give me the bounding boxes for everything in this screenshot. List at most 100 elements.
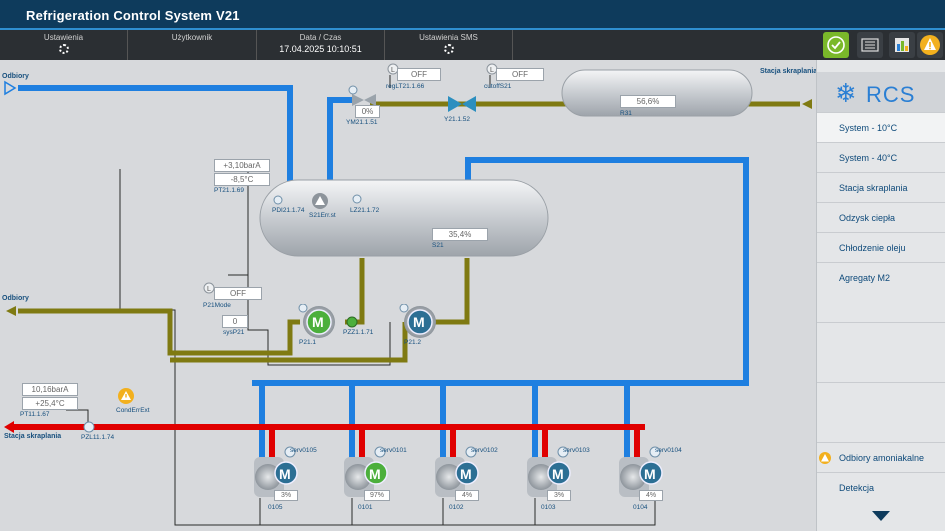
pt67-temp-box: +25,4°C bbox=[22, 397, 78, 410]
compressor-name: 0104 bbox=[633, 504, 648, 511]
sidebar-item-odzysk-ciepla[interactable]: Odzysk ciepła bbox=[817, 202, 945, 232]
compressor-value: 4% bbox=[639, 490, 663, 501]
warning-icon[interactable] bbox=[311, 192, 329, 210]
warning-icon[interactable] bbox=[117, 387, 135, 405]
sidebar-item-odbiory-amoniakalne[interactable]: Odbiory amoniakalne bbox=[817, 442, 945, 472]
menu-bar: Ustawienia Użytkownik Data / Czas 17.04.… bbox=[0, 30, 945, 60]
sidebar-item-detekcja[interactable]: Detekcja bbox=[817, 472, 945, 502]
snowflake-icon: ❄ bbox=[835, 78, 857, 108]
compressor-0105[interactable]: M serv0105 3% 0105 bbox=[252, 445, 322, 515]
svg-text:M: M bbox=[312, 314, 324, 330]
label-stacja-right: Stacja skraplania bbox=[760, 68, 818, 75]
compressor-value: 97% bbox=[364, 490, 390, 501]
logo-text: RCS bbox=[866, 82, 916, 107]
status-dot-icon[interactable] bbox=[352, 194, 362, 204]
pump1-label: P21.1 bbox=[299, 339, 316, 346]
warning-icon bbox=[920, 35, 940, 55]
compressor-graphic: M bbox=[435, 446, 479, 497]
alarm-list-button[interactable] bbox=[857, 32, 883, 58]
reglt-state-box[interactable]: OFF bbox=[397, 68, 441, 81]
pump-p21-2[interactable]: M bbox=[398, 304, 438, 340]
label-odbiory-top: Odbiory bbox=[2, 73, 29, 80]
sysp-value-box: 0 bbox=[222, 315, 248, 328]
compressor-value: 3% bbox=[547, 490, 571, 501]
warning-button[interactable] bbox=[917, 32, 943, 58]
pt69-label: PT21.1.69 bbox=[214, 187, 244, 194]
control-valve-icon bbox=[352, 94, 376, 106]
compressor-value: 4% bbox=[455, 490, 479, 501]
compressor-name: 0102 bbox=[449, 504, 464, 511]
gear-icon bbox=[58, 44, 69, 54]
settings-menu-button[interactable]: Ustawienia bbox=[0, 30, 128, 60]
trend-button[interactable] bbox=[889, 32, 915, 58]
sysp-label: sysP21 bbox=[223, 329, 245, 336]
sidebar-item-system-10[interactable]: System - 10°C bbox=[817, 112, 945, 142]
compressor-graphic: M bbox=[344, 446, 388, 497]
mode-indicator-icon[interactable]: L bbox=[486, 63, 498, 75]
compressor-name: 0105 bbox=[268, 504, 283, 511]
sidebar-item-label: System - 10°C bbox=[839, 123, 898, 133]
compressor-0102[interactable]: M serv0102 4% 0102 bbox=[433, 445, 503, 515]
pzl-label: PZL11.1.74 bbox=[81, 434, 115, 441]
warning-icon bbox=[819, 452, 831, 464]
serv-label: serv0105 bbox=[290, 447, 317, 454]
lz-label: LZ21.1.72 bbox=[350, 207, 380, 214]
compressor-graphic: M bbox=[619, 446, 663, 497]
sidebar-item-label: Chłodzenie oleju bbox=[839, 243, 906, 253]
p21-mode-box[interactable]: OFF bbox=[214, 287, 262, 300]
user-label: Użytkownik bbox=[171, 33, 213, 42]
pdi-label: PDI21.1.74 bbox=[272, 207, 305, 214]
list-window-icon bbox=[861, 38, 879, 52]
datetime-display[interactable]: Data / Czas 17.04.2025 10:10:51 bbox=[257, 30, 385, 60]
gear-icon bbox=[443, 44, 454, 54]
status-dot-icon[interactable] bbox=[348, 85, 358, 95]
reglt-label: regLT21.1.66 bbox=[386, 83, 425, 90]
svg-text:M: M bbox=[460, 466, 472, 482]
cutoff-state-box[interactable]: OFF bbox=[496, 68, 544, 81]
navigation-sidebar: ❄ RCS System - 10°C System - 40°C Stacja… bbox=[816, 60, 945, 531]
sms-settings-label: Ustawienia SMS bbox=[419, 33, 478, 42]
datetime-label: Data / Czas bbox=[299, 33, 342, 42]
compressor-graphic: M bbox=[527, 446, 571, 497]
process-diagram: Odbiory Odbiory Stacja skraplania Stacja… bbox=[0, 60, 818, 531]
sidebar-item-system-40[interactable]: System - 40°C bbox=[817, 142, 945, 172]
sidebar-item-stacja-skraplania[interactable]: Stacja skraplania bbox=[817, 172, 945, 202]
scroll-down-arrow-icon[interactable] bbox=[871, 510, 891, 522]
settings-label: Ustawienia bbox=[43, 33, 84, 42]
sidebar-item-label: Agregaty M2 bbox=[839, 273, 891, 283]
serv-label: serv0103 bbox=[563, 447, 590, 454]
p21-mode-label: P21Mode bbox=[203, 302, 231, 309]
serv-label: serv0102 bbox=[471, 447, 498, 454]
compressor-0101[interactable]: M serv0101 97% 0101 bbox=[342, 445, 412, 515]
status-dot-icon[interactable] bbox=[83, 421, 95, 433]
cutoff-label: cutoffS21 bbox=[484, 83, 512, 90]
ym-value-box: 0% bbox=[355, 105, 380, 118]
ym-label: YM21.1.51 bbox=[346, 119, 378, 126]
flow-switch-icon[interactable] bbox=[346, 316, 358, 328]
separator-label: S21 bbox=[432, 242, 444, 249]
arrow-left-icon bbox=[6, 306, 16, 316]
sidebar-empty-slot bbox=[817, 322, 945, 382]
compressor-0103[interactable]: M serv0103 3% 0103 bbox=[525, 445, 595, 515]
check-circle-icon bbox=[827, 36, 845, 54]
sidebar-item-agregaty-m2[interactable]: Agregaty M2 bbox=[817, 262, 945, 322]
title-accent-line bbox=[0, 28, 945, 30]
user-menu-button[interactable]: Użytkownik bbox=[128, 30, 257, 60]
compressor-value: 3% bbox=[274, 490, 298, 501]
status-dot-icon[interactable] bbox=[273, 195, 283, 205]
chart-icon bbox=[895, 38, 909, 52]
pump-p21-1[interactable]: M bbox=[297, 304, 337, 340]
compressor-0104[interactable]: M serv0104 4% 0104 bbox=[617, 445, 687, 515]
title-bar: Refrigeration Control System V21 bbox=[0, 0, 945, 30]
label-stacja-left: Stacja skraplania bbox=[4, 433, 62, 440]
y-valve-label: Y21.1.52 bbox=[444, 116, 471, 123]
acknowledge-button[interactable] bbox=[823, 32, 849, 58]
svg-text:L: L bbox=[207, 286, 211, 293]
arrow-left-icon bbox=[802, 99, 812, 109]
sms-settings-button[interactable]: Ustawienia SMS bbox=[385, 30, 513, 60]
sidebar-item-chlodzenie-oleju[interactable]: Chłodzenie oleju bbox=[817, 232, 945, 262]
sidebar-item-label: System - 40°C bbox=[839, 153, 898, 163]
sidebar-item-label: Detekcja bbox=[839, 483, 875, 493]
app-title: Refrigeration Control System V21 bbox=[26, 8, 240, 23]
svg-text:M: M bbox=[552, 466, 564, 482]
